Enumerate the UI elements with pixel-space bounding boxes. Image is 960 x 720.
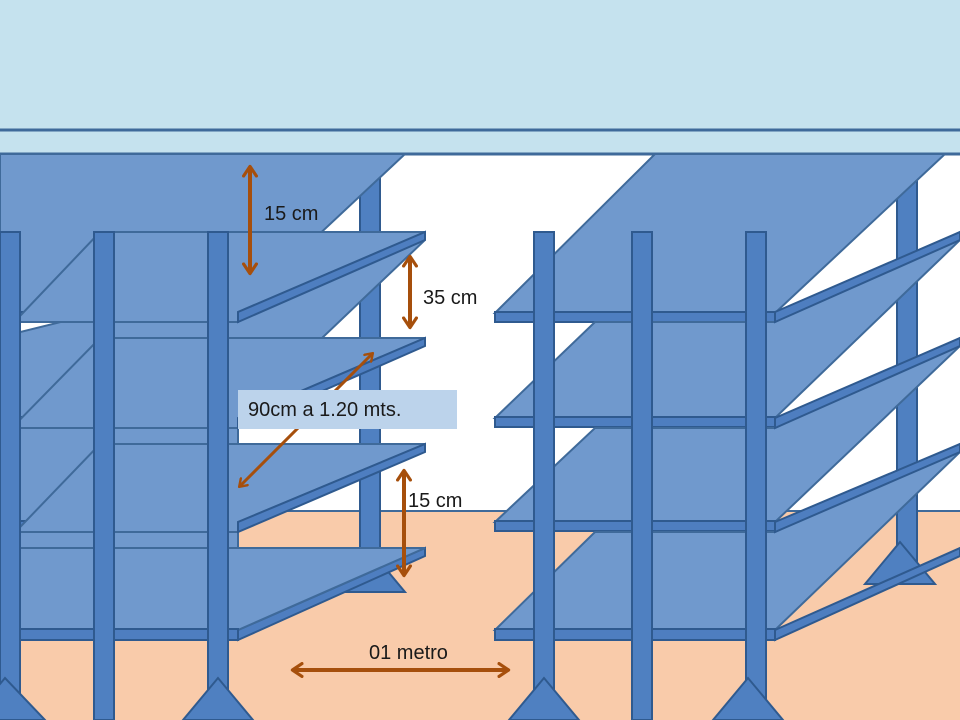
right-rack bbox=[492, 153, 960, 720]
shelf-depth-label: 90cm a 1.20 mts. bbox=[248, 399, 402, 421]
shelf-spacing-label: 35 cm bbox=[423, 287, 478, 309]
left-rack-post-1 bbox=[0, 231, 21, 720]
right-rack-foot-3 bbox=[711, 676, 785, 720]
left-rack bbox=[0, 153, 426, 720]
right-rack-shelf-4-side bbox=[774, 442, 960, 534]
left-rack-post-3 bbox=[207, 231, 229, 720]
right-rack-shelf-2-side bbox=[774, 230, 960, 324]
right-rack-shelf-5-side bbox=[774, 546, 960, 642]
left-rack-post-2 bbox=[93, 231, 115, 720]
right-rack-post-3 bbox=[745, 231, 767, 720]
left-rack-shelf-5-edge bbox=[0, 628, 239, 641]
left-rack-foot-3 bbox=[181, 676, 255, 720]
shelf-depth-label-box: 90cm a 1.20 mts. bbox=[238, 390, 457, 429]
right-rack-shelf-3-side bbox=[774, 336, 960, 430]
right-rack-post-2 bbox=[631, 231, 653, 720]
right-rack-post-1 bbox=[533, 231, 555, 720]
bottom-gap-label: 15 cm bbox=[408, 490, 463, 512]
aisle-width-label: 01 metro bbox=[369, 642, 448, 664]
dimension-arrows bbox=[237, 164, 511, 678]
left-rack-foot-1 bbox=[0, 676, 47, 720]
top-gap-label: 15 cm bbox=[264, 203, 319, 225]
right-rack-foot-1 bbox=[507, 676, 581, 720]
ceiling-band bbox=[0, 0, 960, 154]
left-rack-shelf-2-side bbox=[237, 230, 426, 324]
